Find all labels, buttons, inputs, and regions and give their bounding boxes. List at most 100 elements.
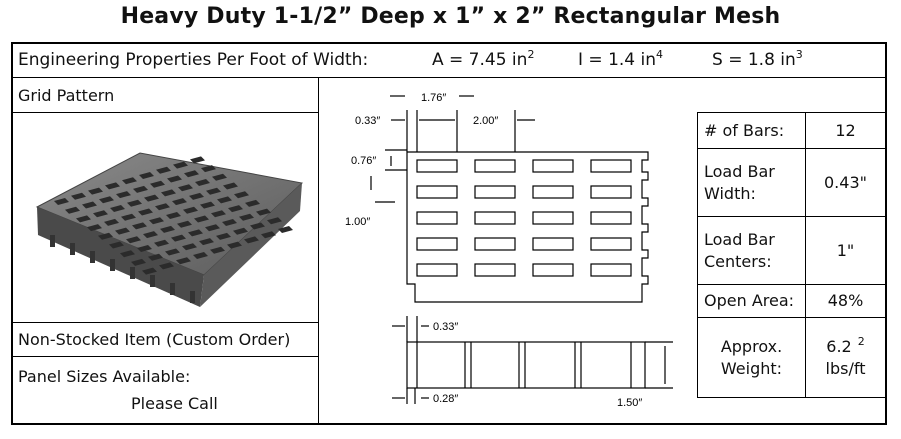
plan-slot <box>474 237 516 251</box>
dim-label-3: 2.00″ <box>473 115 498 127</box>
inertia-value: I = 1.4 in <box>578 50 657 70</box>
image-divider <box>12 322 318 323</box>
grating-slot <box>223 182 238 190</box>
non-stocked-label: Non-Stocked Item (Custom Order) <box>18 330 291 349</box>
grating-slot <box>122 177 137 185</box>
grating-slot <box>161 189 176 197</box>
plan-slot <box>416 185 458 199</box>
grid-dimension-drawing: 1.76″ 0.33″ 2.00″ 0.76″ 1.00″ 0.33″ 0.28… <box>345 92 673 409</box>
grating-slot <box>183 206 198 214</box>
weight-label-line1: Approx. <box>720 336 783 356</box>
plan-slot <box>416 237 458 251</box>
grating-slot <box>98 232 113 240</box>
dim-label-5: 1.00″ <box>345 216 370 228</box>
area-exponent: 2 <box>527 48 535 61</box>
plan-slot <box>590 263 632 277</box>
grating-slot <box>233 227 248 235</box>
grating-slot <box>76 215 91 223</box>
grating-slot <box>178 184 193 192</box>
grating-slot <box>142 267 157 275</box>
section-exponent: 3 <box>795 48 803 61</box>
grating-slot <box>115 227 130 235</box>
grating-slot <box>189 192 204 200</box>
grating-panel-image <box>35 152 304 307</box>
grating-slot <box>217 196 232 204</box>
grating-slot <box>71 192 86 200</box>
non-stocked-divider <box>12 356 318 357</box>
grating-slot <box>99 196 114 204</box>
grating-slot <box>222 219 237 226</box>
panel-sizes-label: Panel Sizes Available: <box>18 367 191 386</box>
dim-label-2: 0.33″ <box>355 115 380 127</box>
grating-slot <box>194 215 209 223</box>
grating-slot <box>256 208 271 216</box>
plan-slot <box>590 211 632 225</box>
grating-slot <box>139 172 154 179</box>
spec-value: 48% <box>805 284 886 318</box>
weight-label: Approx. Weight: <box>697 317 806 398</box>
side-view-outline <box>406 341 646 389</box>
grating-slot <box>93 210 108 218</box>
grating-foot <box>90 251 95 263</box>
plan-outline <box>406 151 649 303</box>
area-value: A = 7.45 in <box>432 50 528 70</box>
grating-slot <box>132 222 147 230</box>
grating-slot <box>171 234 186 242</box>
dim-label-7: 0.28″ <box>433 393 458 405</box>
spec-row: # of Bars: 12 <box>697 112 886 149</box>
grating-foot <box>130 267 135 279</box>
grating-slot <box>88 187 103 195</box>
grating-slot <box>167 175 182 183</box>
grating-slot <box>227 241 242 249</box>
spec-table: # of Bars: 12 Load Bar Width: 0.43" Load… <box>697 112 886 398</box>
grating-slot <box>137 245 152 252</box>
grating-slot <box>245 199 260 207</box>
weight-unit: lbs/ft <box>825 358 866 378</box>
spec-value: 12 <box>805 112 886 149</box>
plan-slot <box>590 185 632 199</box>
grating-slot <box>156 166 171 174</box>
grating-slot <box>104 218 119 226</box>
grating-slot <box>216 232 231 240</box>
grating-slot <box>188 229 203 237</box>
grating-slot <box>144 194 159 202</box>
inertia-exponent: 4 <box>656 48 664 61</box>
grating-slot <box>239 213 254 221</box>
grating-slot <box>278 226 293 233</box>
grating-slot <box>121 213 136 221</box>
grating-slot <box>82 201 97 209</box>
grating-slot <box>148 253 163 261</box>
grating-slot <box>250 222 265 230</box>
plan-slot <box>532 263 574 277</box>
plan-slot <box>474 211 516 225</box>
grating-slot <box>54 198 69 205</box>
grating-slot <box>126 236 141 244</box>
plan-slot <box>416 263 458 277</box>
grating-slot <box>172 198 187 206</box>
grating-slot <box>177 220 192 228</box>
grating-slot <box>160 225 175 233</box>
grating-slot <box>149 217 164 225</box>
grating-foot <box>70 243 75 255</box>
grating-slot <box>138 208 153 216</box>
dim-label-4: 0.76″ <box>351 155 376 167</box>
spec-row: Load Bar Width: 0.43" <box>697 148 886 217</box>
grating-slot <box>234 191 249 199</box>
spec-label: Load Bar Width: <box>697 148 806 217</box>
grating-slot <box>182 243 197 251</box>
properties-label: Engineering Properties Per Foot of Width… <box>18 50 369 70</box>
column-divider <box>318 78 319 424</box>
grid-pattern-label: Grid Pattern <box>18 86 115 105</box>
plan-slot <box>416 211 458 225</box>
grating-slot <box>206 187 221 195</box>
grating-slot <box>165 248 180 256</box>
dim-label-1: 1.76″ <box>421 92 446 104</box>
plan-slot <box>474 185 516 199</box>
spec-sheet-frame <box>11 42 887 425</box>
grating-slot <box>159 262 174 270</box>
grating-slot <box>143 231 158 239</box>
grating-slot <box>244 236 259 244</box>
grating-slot <box>166 212 181 219</box>
